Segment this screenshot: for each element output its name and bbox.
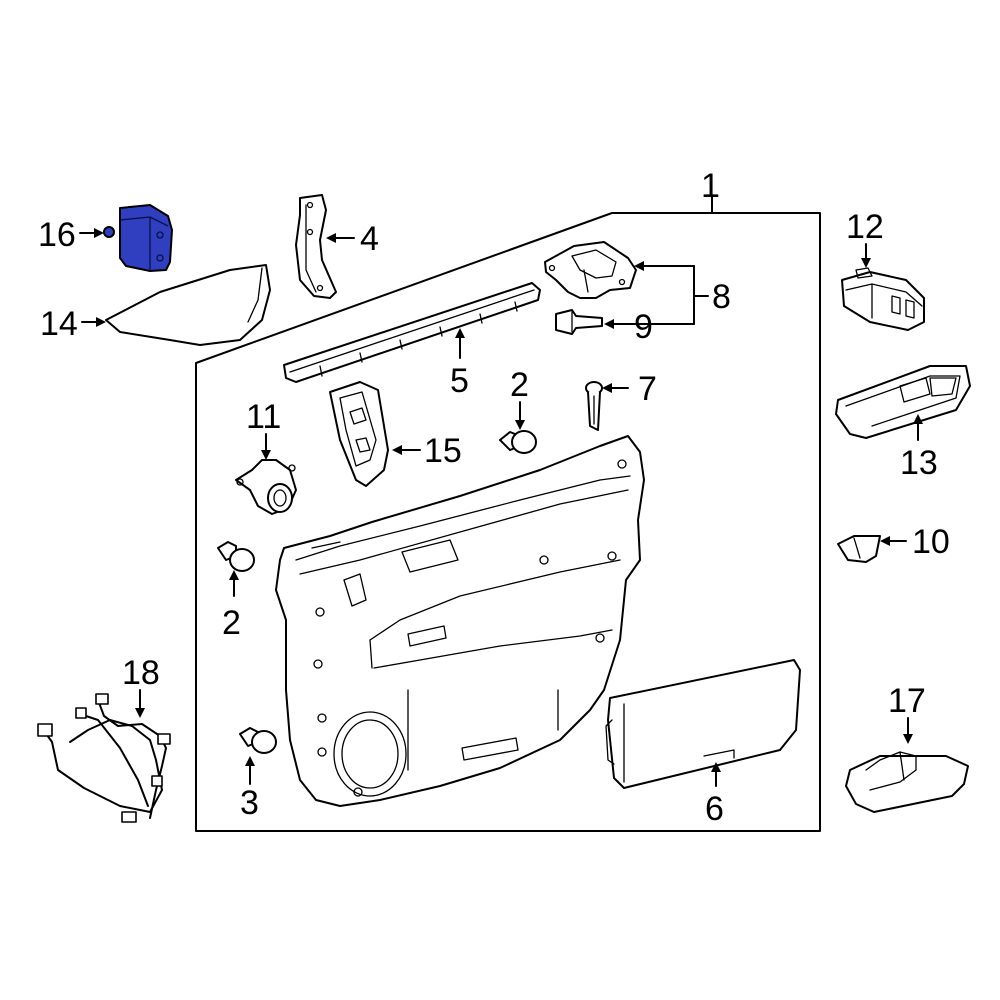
callout-14: 14	[40, 305, 78, 343]
part-8-handle[interactable]	[544, 241, 637, 299]
part-2-clip-upper[interactable]	[499, 430, 537, 454]
leader-lines	[79, 228, 923, 787]
callout-6: 6	[705, 790, 724, 828]
callout-2-lower: 2	[222, 604, 241, 642]
part-10-cover[interactable]	[837, 535, 881, 563]
callout-7: 7	[638, 370, 657, 408]
part-12-switch[interactable]	[841, 267, 925, 331]
callout-11: 11	[246, 398, 281, 436]
part-17-pocket[interactable]	[845, 751, 969, 813]
door-trim-panel[interactable]	[275, 435, 645, 807]
callout-5: 5	[450, 362, 469, 400]
part-15-latch[interactable]	[329, 381, 389, 487]
part-3-clip[interactable]	[239, 727, 277, 754]
callout-12: 12	[846, 208, 884, 246]
assembly-frame	[195, 212, 821, 832]
part-5-weatherstrip[interactable]	[283, 282, 541, 383]
callout-1: 1	[701, 167, 720, 205]
part-9-rod[interactable]	[555, 309, 603, 335]
part-16-module[interactable]	[103, 204, 173, 272]
part-11-bracket[interactable]	[235, 459, 297, 515]
callout-2-upper: 2	[510, 366, 529, 404]
callout-8: 8	[712, 278, 731, 316]
part-2-clip-lower[interactable]	[217, 541, 255, 572]
callout-4: 4	[360, 220, 379, 258]
part-13-bezel[interactable]	[835, 365, 971, 439]
callout-13: 13	[900, 444, 938, 482]
callout-9: 9	[634, 308, 653, 346]
callout-10: 10	[912, 523, 950, 561]
part-14-pad[interactable]	[105, 264, 271, 346]
callout-15: 15	[424, 432, 462, 470]
callout-17: 17	[888, 682, 926, 720]
part-6-lower-panel[interactable]	[605, 659, 801, 789]
part-18-harness[interactable]	[37, 693, 171, 823]
callout-3: 3	[240, 784, 259, 822]
callout-16: 16	[38, 216, 76, 254]
callout-18: 18	[122, 654, 160, 692]
part-7-pin[interactable]	[585, 381, 603, 431]
part-4-bracket[interactable]	[295, 194, 337, 299]
